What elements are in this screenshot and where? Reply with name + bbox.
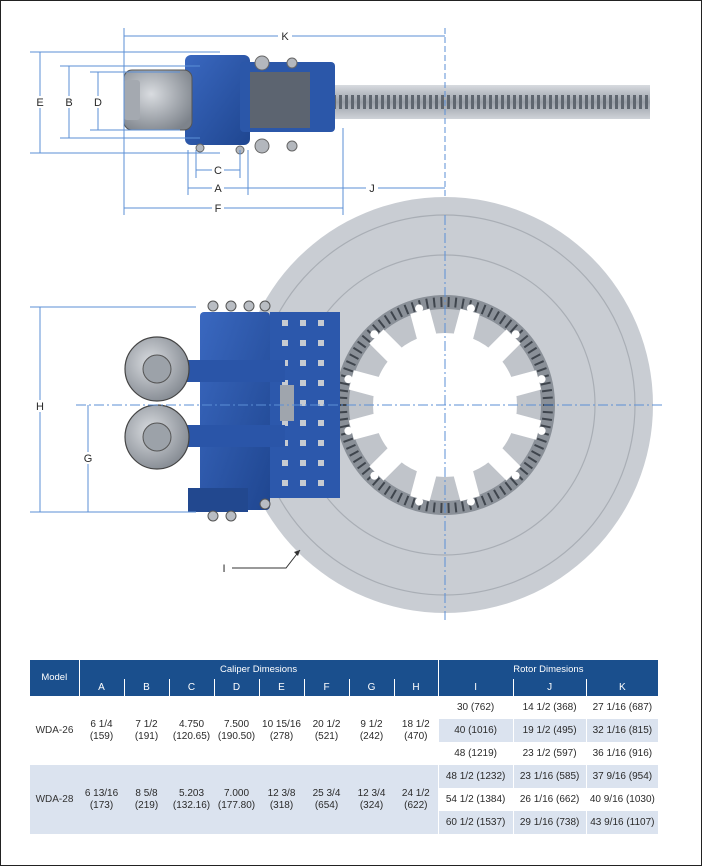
caliper-rotor-drawing: K E B D C A J F — [30, 28, 665, 620]
rotor-cell: 26 1/16 (662) — [512, 788, 587, 811]
dim-label-h: H — [36, 401, 44, 413]
front-view — [124, 197, 653, 613]
column-header: C — [168, 679, 214, 696]
caliper-cell: 18 1/2(470) — [394, 696, 439, 765]
table-row: WDA-28 6 13/16(173) 8 5/8(219) 5.203(132… — [30, 765, 659, 834]
actuator-cap-top — [124, 80, 140, 120]
rotor-cell: 37 9/16 (954) — [585, 765, 659, 788]
caliper-frame — [200, 312, 270, 510]
caliper-frame-bolts — [207, 300, 271, 522]
caliper-cell: 24 1/2(622) — [394, 765, 439, 834]
bolt-icon — [254, 55, 270, 71]
dim-label-i: I — [222, 563, 225, 575]
bolt-icon — [254, 138, 270, 154]
column-header: D — [213, 679, 259, 696]
dim-label-k: K — [281, 31, 289, 43]
column-header: A — [78, 679, 124, 696]
caliper-lever — [165, 425, 285, 447]
bolt-icon — [195, 143, 205, 153]
caliper-cell: 7 1/2(191) — [124, 696, 169, 765]
caliper-cell: 7.500(190.50) — [214, 696, 259, 765]
model-header: Model — [30, 660, 79, 696]
caliper-cell: 6 1/4(159) — [79, 696, 124, 765]
dim-label-a: A — [214, 183, 222, 195]
column-header: F — [303, 679, 349, 696]
rotor-cell: 43 9/16 (1107) — [585, 811, 659, 834]
rotor-cell: 60 1/2 (1537) — [437, 811, 514, 834]
caliper-cell: 7.000(177.80) — [214, 765, 259, 834]
dim-label-f: F — [215, 203, 222, 215]
dim-label-j: J — [369, 183, 375, 195]
dim-label-b: B — [65, 97, 72, 109]
rotor-cell: 19 1/2 (495) — [512, 719, 587, 742]
column-header: E — [258, 679, 304, 696]
dim-label-e: E — [36, 97, 43, 109]
rotor-cell: 23 1/16 (585) — [512, 765, 587, 788]
rotor-cell: 14 1/2 (368) — [512, 696, 587, 719]
table-row: 48 (1219) 23 1/2 (597) 36 1/16 (916) — [30, 742, 659, 765]
rotor-cell: 48 (1219) — [437, 742, 514, 765]
caliper-cell: 9 1/2(242) — [349, 696, 394, 765]
caliper-cell: 12 3/4(324) — [349, 765, 394, 834]
caliper-cell: 5.203(132.16) — [169, 765, 214, 834]
rotor-header: Rotor Dimesions — [437, 660, 659, 679]
column-header: H — [393, 679, 439, 696]
rotor-cell: 30 (762) — [437, 696, 514, 719]
bolt-icon — [286, 57, 298, 69]
caliper-cell: 4.750(120.65) — [169, 696, 214, 765]
column-header: B — [123, 679, 169, 696]
column-header: I — [437, 679, 514, 696]
caliper-cell: 6 13/16(173) — [79, 765, 124, 834]
rotor-cell: 32 1/16 (815) — [585, 719, 659, 742]
caliper-lever — [165, 360, 285, 382]
rotor-cell: 27 1/16 (687) — [585, 696, 659, 719]
model-name: WDA-26 — [30, 696, 79, 765]
rotor-cell: 40 (1016) — [437, 719, 514, 742]
table-row: 60 1/2 (1537) 29 1/16 (738) 43 9/16 (110… — [30, 811, 659, 834]
caliper-cell: 20 1/2(521) — [304, 696, 349, 765]
caliper-header: Caliper Dimesions — [78, 660, 439, 679]
rotor-cell: 54 1/2 (1384) — [437, 788, 514, 811]
column-header: K — [585, 679, 659, 696]
caliper-cell: 25 3/4(654) — [304, 765, 349, 834]
table-row: WDA-26 6 1/4(159) 7 1/2(191) 4.750(120.6… — [30, 696, 659, 765]
leader-i — [232, 549, 301, 569]
top-dimension-labels: K E B D C A J F — [34, 30, 378, 215]
table-row: 54 1/2 (1384) 26 1/16 (662) 40 9/16 (103… — [30, 788, 659, 811]
rotor-mounting-lugs — [344, 304, 546, 506]
caliper-pad-top — [250, 72, 310, 128]
column-header: G — [348, 679, 394, 696]
actuator-front-hub — [142, 354, 172, 384]
front-dimension-labels: H G I — [34, 400, 226, 575]
rotor-cell: 48 1/2 (1232) — [437, 765, 514, 788]
rotor-cell: 29 1/16 (738) — [512, 811, 587, 834]
column-header: J — [512, 679, 587, 696]
table-row: 40 (1016) 19 1/2 (495) 32 1/16 (815) — [30, 719, 659, 742]
caliper-base — [188, 488, 248, 512]
caliper-cell: 12 3/8(318) — [259, 765, 304, 834]
model-name: WDA-28 — [30, 765, 79, 834]
actuator-front-hub — [142, 422, 172, 452]
rotor-cell: 40 9/16 (1030) — [585, 788, 659, 811]
caliper-body-top — [185, 55, 250, 145]
dim-label-c: C — [214, 165, 222, 177]
top-view — [123, 55, 650, 155]
rotor-cell: 36 1/16 (916) — [585, 742, 659, 765]
dim-label-d: D — [94, 97, 102, 109]
rotor-cell: 23 1/2 (597) — [512, 742, 587, 765]
caliper-cell: 10 15/16(278) — [259, 696, 304, 765]
bolt-icon — [286, 140, 298, 152]
caliper-cell: 8 5/8(219) — [124, 765, 169, 834]
dim-label-g: G — [84, 453, 93, 465]
dimensions-table: Model Caliper Dimesions Rotor Dimesions … — [30, 660, 659, 834]
caliper-link — [280, 385, 294, 421]
